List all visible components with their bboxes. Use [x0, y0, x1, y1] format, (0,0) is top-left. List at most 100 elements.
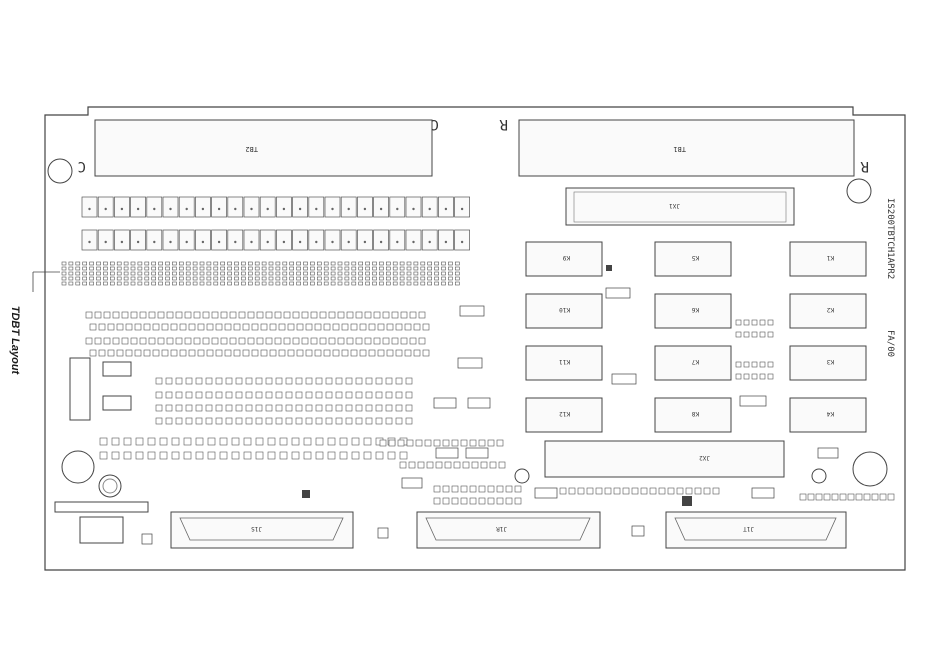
- smd-part: [61, 276, 67, 281]
- smd-part: [385, 417, 393, 425]
- smd-part: [405, 404, 413, 412]
- smd-part: [735, 373, 742, 380]
- smd-part: [694, 487, 702, 495]
- smd-part: [241, 276, 246, 281]
- smd-part: [399, 261, 405, 266]
- smd-part: [406, 281, 412, 286]
- terminal-pin: [444, 240, 448, 244]
- smd-part: [94, 311, 102, 319]
- smd-part: [418, 311, 426, 319]
- smd-part: [685, 487, 693, 495]
- smd-part: [278, 349, 286, 357]
- smd-part: [413, 323, 421, 331]
- smd-part: [279, 451, 288, 460]
- smd-part: [151, 271, 156, 276]
- smd-part: [159, 451, 168, 460]
- smd-part: [335, 391, 343, 399]
- ic-part: [433, 397, 457, 409]
- smd-part: [225, 391, 233, 399]
- smd-part: [235, 377, 243, 385]
- letter-r-top: R: [499, 116, 508, 132]
- terminal-cell: [454, 229, 470, 251]
- smd-part: [409, 311, 417, 319]
- smd-part: [448, 266, 453, 271]
- terminal-cell: [114, 229, 130, 251]
- relay-label: K1: [826, 254, 834, 261]
- smd-part: [435, 461, 443, 469]
- smd-part: [111, 451, 120, 460]
- smd-part: [123, 261, 129, 266]
- smd-part: [225, 377, 233, 385]
- smd-part: [385, 276, 391, 281]
- terminal-pin: [412, 240, 415, 244]
- smd-part: [175, 404, 183, 412]
- smd-part: [172, 271, 177, 276]
- terminal-pin: [88, 240, 91, 244]
- caption-text: TDBT Layout: [9, 305, 21, 375]
- smd-part: [871, 493, 879, 501]
- relay-label: K5: [691, 254, 699, 261]
- smd-part: [235, 404, 243, 412]
- terminal-cell: [130, 196, 146, 218]
- smd-part: [205, 404, 213, 412]
- smd-part: [712, 487, 720, 495]
- smd-part: [247, 337, 255, 345]
- smd-part: [171, 451, 180, 460]
- smd-part: [151, 266, 156, 271]
- smd-part: [247, 311, 255, 319]
- smd-part: [130, 337, 138, 345]
- smd-part: [451, 497, 459, 505]
- smd-part: [325, 377, 333, 385]
- board-revision: FA/00: [885, 330, 895, 357]
- smd-part: [75, 276, 81, 281]
- smd-part: [96, 266, 101, 271]
- terminal-pin: [428, 240, 431, 244]
- smd-part: [234, 266, 239, 271]
- smd-part: [213, 261, 219, 266]
- smd-part: [112, 337, 120, 345]
- terminal-pin: [217, 240, 221, 244]
- mount-hole: [852, 451, 888, 487]
- smd-part: [254, 271, 260, 276]
- smd-part: [195, 391, 203, 399]
- smd-part: [267, 451, 276, 460]
- smd-part: [296, 281, 301, 286]
- smd-part: [514, 485, 522, 493]
- smd-part: [359, 349, 367, 357]
- smd-part: [303, 266, 308, 271]
- smd-part: [316, 266, 322, 271]
- smd-part: [144, 276, 150, 281]
- smd-part: [377, 349, 385, 357]
- smd-part: [355, 311, 363, 319]
- smd-part: [316, 271, 322, 276]
- smd-part: [448, 276, 453, 281]
- smd-part: [392, 261, 398, 266]
- smd-part: [152, 323, 160, 331]
- smd-part: [219, 437, 228, 446]
- smd-part: [420, 271, 426, 276]
- smd-part: [327, 451, 336, 460]
- smd-part: [344, 276, 350, 281]
- smd-part: [195, 437, 204, 446]
- smd-part: [316, 281, 322, 286]
- terminal-cell: [211, 229, 227, 251]
- smd-part: [405, 417, 413, 425]
- ic-part: [465, 447, 489, 459]
- smd-part: [839, 493, 847, 501]
- terminal-blocks: [81, 196, 470, 251]
- smd-part: [323, 276, 329, 281]
- smd-part: [61, 261, 67, 266]
- smd-part: [261, 276, 267, 281]
- relay-label: K10: [559, 306, 570, 313]
- smd-part: [99, 451, 108, 460]
- terminal-cell: [195, 196, 211, 218]
- smd-part: [279, 437, 288, 446]
- smd-part: [478, 497, 486, 505]
- smd-part: [183, 437, 192, 446]
- smd-part: [330, 271, 336, 276]
- smd-part: [172, 261, 177, 266]
- jy-label: JX2: [699, 454, 710, 461]
- smd-part: [291, 451, 300, 460]
- smd-part: [703, 487, 711, 495]
- smd-part: [202, 337, 210, 345]
